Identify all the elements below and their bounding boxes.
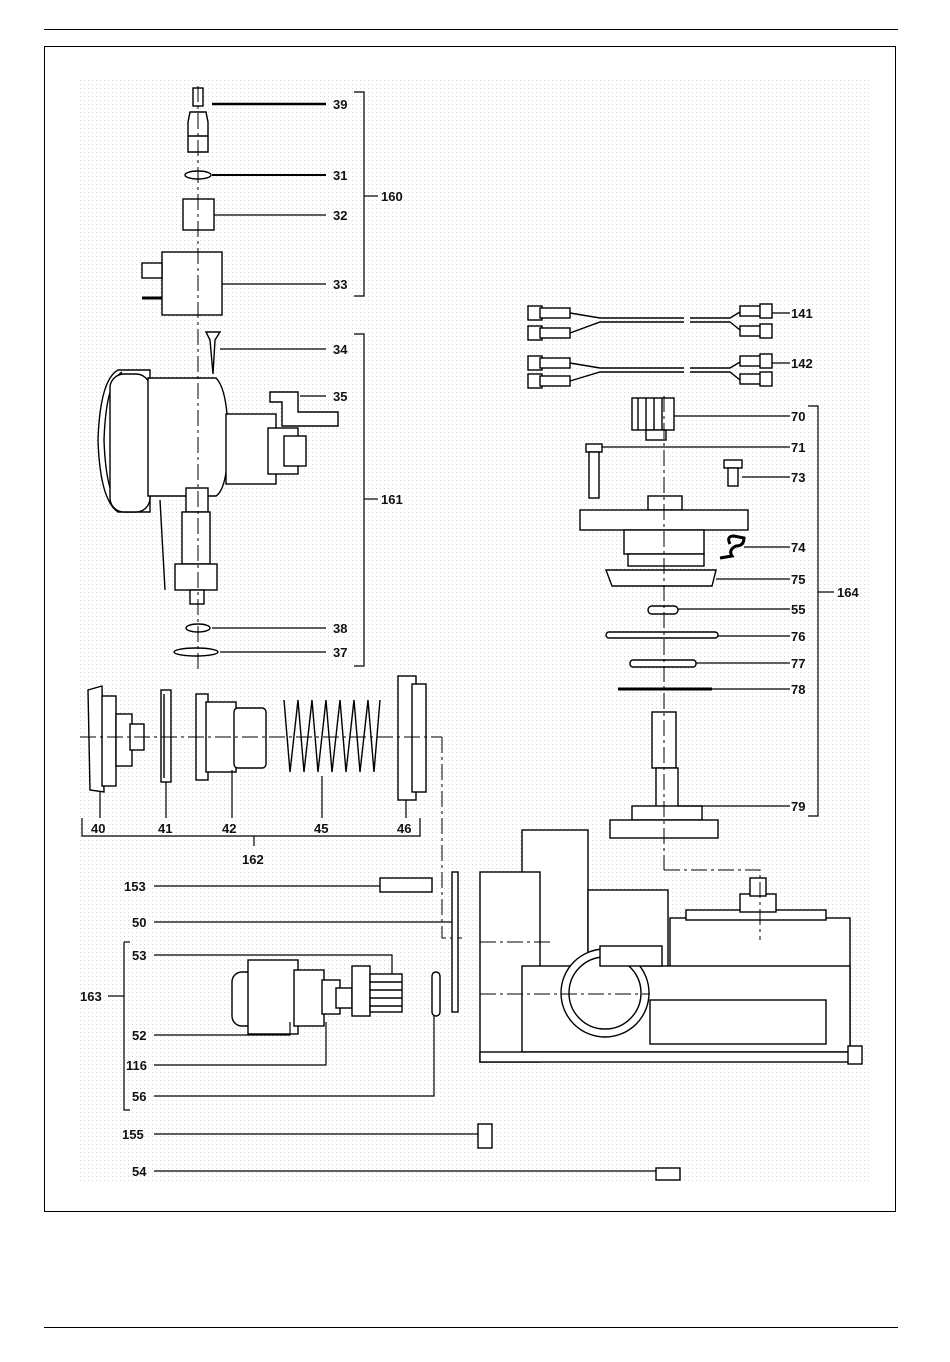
part-155-nut — [478, 1124, 492, 1148]
callout-153: 153 — [124, 879, 146, 894]
callout-35: 35 — [333, 389, 347, 404]
callout-71: 71 — [791, 440, 805, 455]
callout-38: 38 — [333, 621, 347, 636]
callout-141: 141 — [791, 306, 813, 321]
callout-55: 55 — [791, 602, 805, 617]
callout-164: 164 — [837, 585, 859, 600]
callout-52: 52 — [132, 1028, 146, 1043]
callout-42: 42 — [222, 821, 236, 836]
callout-142: 142 — [791, 356, 813, 371]
callout-73: 73 — [791, 470, 805, 485]
callout-32: 32 — [333, 208, 347, 223]
callout-77: 77 — [791, 656, 805, 671]
callout-37: 37 — [333, 645, 347, 660]
part-41-gasket — [161, 690, 171, 782]
part-46-plate — [398, 676, 426, 800]
callout-78: 78 — [791, 682, 805, 697]
callout-39: 39 — [333, 97, 347, 112]
callout-74: 74 — [791, 540, 806, 555]
callout-161: 161 — [381, 492, 403, 507]
callout-76: 76 — [791, 629, 805, 644]
part-54-clip — [656, 1168, 680, 1180]
part-76-o-ring — [606, 632, 718, 638]
callout-33: 33 — [333, 277, 347, 292]
part-50-gasket — [452, 872, 458, 1012]
part-37-o-ring — [174, 648, 218, 656]
callout-54: 54 — [132, 1164, 147, 1179]
callout-75: 75 — [791, 572, 805, 587]
callout-116: 116 — [126, 1058, 147, 1073]
part-153-screw — [380, 878, 432, 892]
callout-46: 46 — [397, 821, 411, 836]
part-71-pin — [586, 444, 602, 498]
callout-70: 70 — [791, 409, 805, 424]
callout-50: 50 — [132, 915, 146, 930]
part-55-o-ring — [648, 606, 678, 614]
callout-45: 45 — [314, 821, 328, 836]
callout-160: 160 — [381, 189, 403, 204]
callout-34: 34 — [333, 342, 348, 357]
part-56-o-ring — [432, 972, 440, 1016]
callout-41: 41 — [158, 821, 172, 836]
callout-155: 155 — [122, 1127, 144, 1142]
callout-79: 79 — [791, 799, 805, 814]
callout-162: 162 — [242, 852, 264, 867]
callout-31: 31 — [333, 168, 347, 183]
callout-53: 53 — [132, 948, 146, 963]
callout-56: 56 — [132, 1089, 146, 1104]
callout-40: 40 — [91, 821, 105, 836]
callout-163: 163 — [80, 989, 102, 1004]
part-77-o-ring — [630, 660, 696, 667]
